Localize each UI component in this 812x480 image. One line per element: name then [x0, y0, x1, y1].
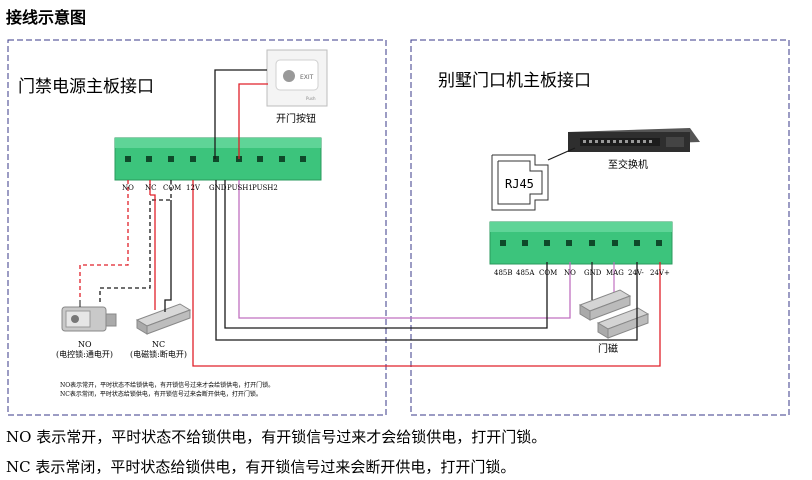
terminal-label-24v-plus: 24V+ — [650, 269, 670, 277]
rj45-port-icon — [491, 154, 549, 211]
terminal-label-no-right: NO — [564, 269, 576, 277]
wire-12v-24vplus — [192, 180, 661, 367]
left-panel-title: 门禁电源主板接口 — [18, 77, 154, 97]
wire-com-door — [224, 180, 548, 329]
terminal-label-no: NO — [122, 184, 134, 192]
exit-button-icon: EXIT Push — [266, 49, 328, 107]
svg-text:EXIT: EXIT — [300, 74, 314, 81]
lock-no-desc: (电控锁:通电开) — [56, 350, 113, 359]
wire-gnd-24vminus — [215, 180, 638, 341]
wire-exit-push1 — [238, 83, 268, 159]
footnote-no: NO表示常开，平时状态不给锁供电，有开锁信号过来才会给锁供电，打开门锁。 — [60, 382, 275, 389]
wire-com-lock — [99, 180, 172, 305]
right-panel-title: 别墅门口机主板接口 — [438, 71, 591, 91]
terminal-label-push1: PUSH1 — [227, 184, 253, 192]
electric-lock-icon — [61, 300, 117, 332]
switch-label: 至交换机 — [608, 160, 648, 171]
magnetic-lock-icon — [135, 303, 192, 335]
diagram-title: 接线示意图 — [6, 8, 87, 27]
terminal-label-nc: NC — [145, 184, 157, 192]
terminal-label-com: COM — [163, 184, 182, 192]
left-panel-border — [7, 39, 387, 416]
terminal-label-mag: MAG — [606, 269, 624, 277]
wire-com-maglock — [164, 200, 172, 312]
terminal-label-485a: 485A — [516, 269, 535, 277]
exit-button-label: 开门按钮 — [276, 114, 316, 125]
wire-nc-lock-2 — [150, 194, 156, 310]
wire-push1-no — [238, 180, 571, 319]
footnote-nc: NC表示常闭，平时状态给锁供电，有开锁信号过来会断开供电，打开门锁。 — [60, 391, 262, 398]
terminal-label-gnd-right: GND — [584, 269, 602, 277]
lock-nc-label: NC — [152, 340, 166, 349]
terminal-label-12v: 12V — [186, 184, 200, 192]
rj45-label: RJ45 — [505, 177, 534, 191]
wire-exit-gnd — [214, 69, 267, 159]
svg-text:Push: Push — [306, 96, 316, 101]
terminal-label-gnd: GND — [209, 184, 227, 192]
lock-no-label: NO — [78, 340, 92, 349]
wire-no-lock — [79, 180, 129, 300]
terminal-label-485b: 485B — [494, 269, 513, 277]
terminal-label-com-right: COM — [539, 269, 558, 277]
terminal-label-push2: PUSH2 — [252, 184, 278, 192]
note-no: NO 表示常开，平时状态不给锁供电，有开锁信号过来才会给锁供电，打开门锁。 — [6, 428, 547, 446]
terminal-label-24v-minus: 24V- — [628, 269, 644, 277]
note-nc: NC 表示常闭，平时状态给锁供电，有开锁信号过来会断开供电，打开门锁。 — [6, 458, 516, 476]
left-terminal-block — [114, 137, 322, 181]
network-switch-icon — [568, 128, 700, 152]
door-sensor-label: 门磁 — [598, 344, 618, 355]
lock-nc-desc: (电磁锁:断电开) — [130, 350, 187, 359]
right-panel-border — [410, 39, 790, 416]
right-terminal-block — [489, 221, 673, 265]
door-sensor-icon — [578, 289, 650, 339]
